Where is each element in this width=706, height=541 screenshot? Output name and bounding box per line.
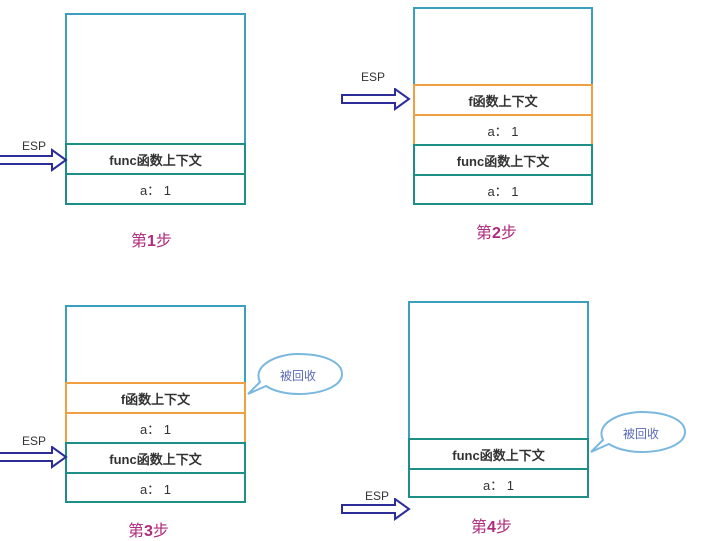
step3-recycled-bubble-icon [247, 352, 344, 396]
step3-f-frame-var: a： 1 [139, 421, 172, 437]
step1-caption: 第1步 [131, 233, 172, 250]
step1-func-frame: func函数上下文 a： 1 [65, 143, 246, 205]
step3-recycled-text: 被回收 [279, 369, 316, 383]
step2-func-frame: func函数上下文 a： 1 [413, 144, 593, 205]
step3-f-frame: f函数上下文 a： 1 [65, 382, 246, 444]
step3-f-frame-title: f函数上下文 [67, 384, 244, 414]
step1-esp-label: ESP [22, 139, 47, 153]
step3-esp-label: ESP [22, 434, 47, 448]
step4-func-frame: func函数上下文 a： 1 [408, 438, 589, 498]
step4-func-frame-var: a： 1 [482, 477, 515, 493]
step4-esp-label: ESP [365, 489, 390, 503]
step2-f-frame-title: f函数上下文 [415, 86, 591, 116]
step1-esp-arrow-icon [0, 148, 68, 172]
step3-esp-arrow-icon [0, 446, 68, 469]
step2-f-frame: f函数上下文 a： 1 [413, 84, 593, 146]
step2-f-frame-var: a： 1 [487, 123, 519, 139]
step1-func-frame-var: a： 1 [139, 182, 172, 198]
step1-func-frame-title: func函数上下文 [67, 145, 244, 175]
step4-esp-arrow-icon [341, 498, 411, 521]
step2-esp-label: ESP [361, 70, 386, 84]
step3-func-frame-title: func函数上下文 [67, 444, 244, 474]
step3-func-frame: func函数上下文 a： 1 [65, 442, 246, 503]
step2-esp-arrow-icon [341, 88, 411, 111]
step4-caption: 第4步 [471, 519, 512, 536]
step3-caption: 第3步 [128, 523, 169, 540]
step2-func-frame-var: a： 1 [487, 183, 519, 199]
step2-caption: 第2步 [476, 225, 517, 242]
step4-func-frame-title: func函数上下文 [410, 440, 587, 470]
step3-func-frame-var: a： 1 [139, 481, 172, 497]
step2-func-frame-title: func函数上下文 [415, 146, 591, 176]
step4-recycled-bubble-icon [590, 410, 687, 454]
step4-recycled-text: 被回收 [622, 427, 659, 441]
